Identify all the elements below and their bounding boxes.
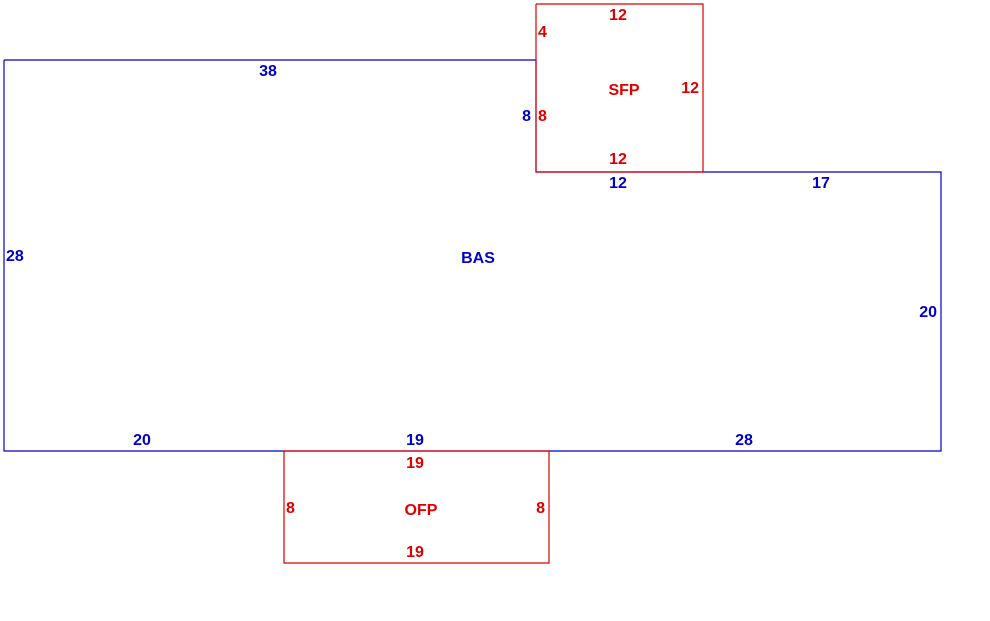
sfp-outline bbox=[535, 3, 704, 173]
bas-dim-step-horizontal: 12 bbox=[609, 175, 627, 192]
ofp-outline bbox=[283, 450, 550, 564]
sfp-area-label: SFP bbox=[608, 82, 639, 99]
ofp-dim-right: 8 bbox=[536, 500, 545, 517]
sfp-dim-top: 12 bbox=[609, 7, 627, 24]
ofp-area-label: OFP bbox=[405, 502, 438, 519]
bas-dim-bottom-mid: 19 bbox=[406, 432, 424, 449]
bas-dim-top: 38 bbox=[259, 63, 277, 80]
bas-dim-bottom-left: 20 bbox=[133, 432, 151, 449]
bas-dim-right: 20 bbox=[919, 304, 937, 321]
ofp-dim-top: 19 bbox=[406, 455, 424, 472]
bas-dim-bottom-right: 28 bbox=[735, 432, 753, 449]
bas-area-label: BAS bbox=[461, 250, 495, 267]
ofp-dim-left: 8 bbox=[286, 500, 295, 517]
bas-dim-right-top: 17 bbox=[812, 175, 830, 192]
sfp-dim-left-upper: 4 bbox=[538, 24, 547, 41]
ofp-dim-bottom: 19 bbox=[406, 544, 424, 561]
sfp-dim-bottom: 12 bbox=[609, 151, 627, 168]
bas-dim-step-vertical: 8 bbox=[522, 108, 531, 125]
sfp-dim-right: 12 bbox=[681, 80, 699, 97]
sfp-dim-left-lower: 8 bbox=[538, 108, 547, 125]
bas-dim-left: 28 bbox=[6, 248, 24, 265]
